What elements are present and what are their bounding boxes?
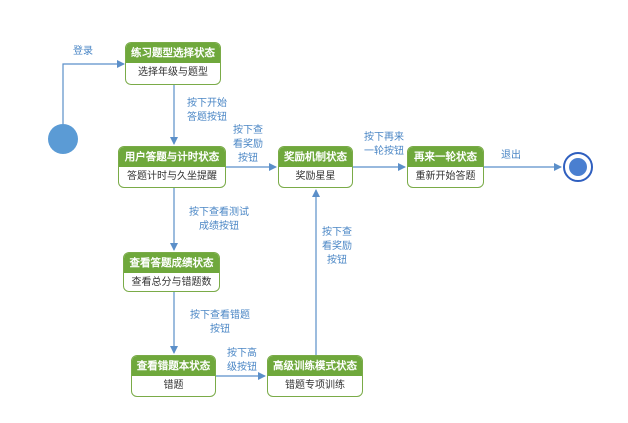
label-view-score: 按下查看测试 成绩按钮 bbox=[189, 207, 249, 232]
final-node-core bbox=[569, 158, 587, 176]
state-activity: 错题专项训练 bbox=[285, 380, 345, 391]
label-view-reward-2: 按下查 看奖励 按钮 bbox=[322, 227, 352, 266]
state-wrong-book: 查看错题本状态 错题 bbox=[131, 355, 216, 397]
arrow-login bbox=[62, 60, 125, 124]
state-activity: 重新开始答题 bbox=[415, 171, 476, 182]
state-title: 查看答题成绩状态 bbox=[124, 253, 219, 273]
state-activity: 选择年级与题型 bbox=[138, 67, 208, 78]
state-title: 练习题型选择状态 bbox=[126, 43, 220, 63]
label-start-answer: 按下开始 答题按钮 bbox=[187, 98, 227, 123]
state-title: 查看错题本状态 bbox=[132, 356, 215, 376]
label-view-reward-1: 按下查 看奖励 按钮 bbox=[233, 125, 263, 164]
state-play-again: 再来一轮状态 重新开始答题 bbox=[407, 146, 484, 188]
state-title: 再来一轮状态 bbox=[408, 147, 483, 167]
state-reward: 奖励机制状态 奖励星星 bbox=[278, 146, 353, 188]
state-activity: 答题计时与久坐提醒 bbox=[127, 171, 217, 182]
state-answer-and-timing: 用户答题与计时状态 答题计时与久坐提醒 bbox=[118, 146, 226, 188]
state-activity: 查看总分与错题数 bbox=[131, 277, 212, 288]
label-play-again: 按下再来 一轮按钮 bbox=[364, 132, 404, 157]
state-title: 高级训练模式状态 bbox=[268, 356, 362, 376]
label-login: 登录 bbox=[73, 46, 93, 57]
state-activity: 奖励星星 bbox=[295, 171, 336, 182]
state-title: 用户答题与计时状态 bbox=[119, 147, 225, 167]
initial-node bbox=[48, 124, 78, 154]
label-view-wrong: 按下查看错题 按钮 bbox=[190, 310, 250, 335]
label-exit: 退出 bbox=[501, 150, 521, 161]
state-activity: 错题 bbox=[163, 380, 184, 391]
state-advanced-training: 高级训练模式状态 错题专项训练 bbox=[267, 355, 363, 397]
state-select-question-type: 练习题型选择状态 选择年级与题型 bbox=[125, 42, 221, 85]
state-title: 奖励机制状态 bbox=[279, 147, 352, 167]
state-view-score: 查看答题成绩状态 查看总分与错题数 bbox=[123, 252, 220, 292]
final-node bbox=[563, 152, 593, 182]
label-advanced: 按下高 级按钮 bbox=[227, 348, 257, 373]
